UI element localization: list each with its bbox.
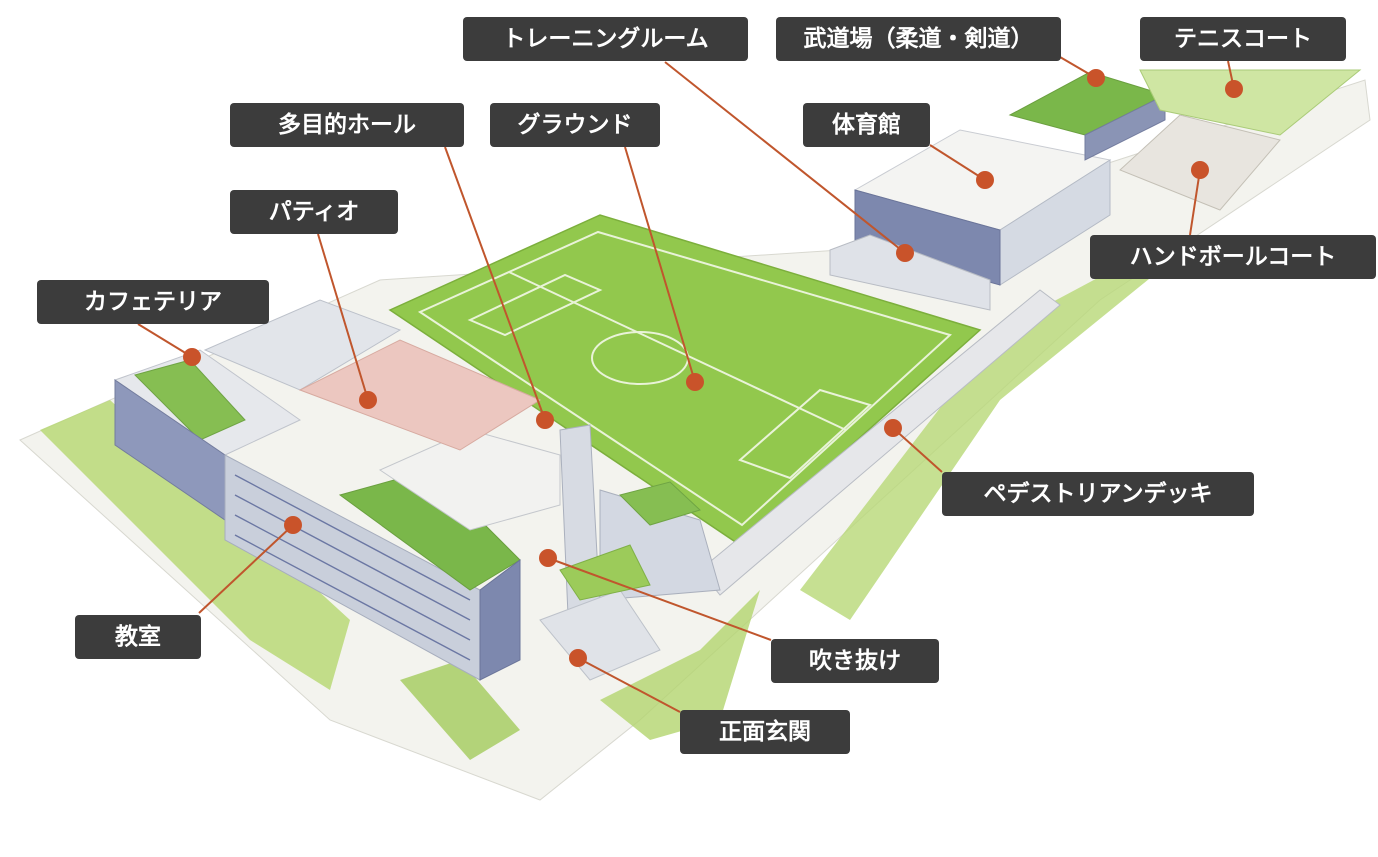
- marker-hall: [536, 411, 554, 429]
- patio-area: [298, 339, 542, 451]
- marker-training: [896, 244, 914, 262]
- leader-training: [664, 61, 906, 254]
- football-ground: [388, 214, 982, 546]
- marker-gym: [976, 171, 994, 189]
- marker-cafeteria: [183, 348, 201, 366]
- marker-patio: [359, 391, 377, 409]
- label-pedestrian-deck: ペデストリアンデッキ: [942, 472, 1254, 516]
- marker-atrium: [539, 549, 557, 567]
- leader-deck: [892, 427, 943, 473]
- marker-ground: [686, 373, 704, 391]
- label-atrium: 吹き抜け: [771, 639, 939, 683]
- leader-handball: [1189, 169, 1201, 236]
- leader-patio: [317, 233, 369, 401]
- classroom-green-roof: [134, 359, 246, 441]
- leader-atrium: [547, 557, 772, 641]
- classroom-wall-mid: [479, 559, 521, 681]
- label-gymnasium: 体育館: [803, 103, 930, 147]
- label-training-room: トレーニングルーム: [463, 17, 748, 61]
- label-patio: パティオ: [230, 190, 398, 234]
- leader-entrance: [577, 657, 681, 713]
- marker-dots: [183, 69, 1243, 667]
- marker-tennis: [1225, 80, 1243, 98]
- marker-classroom: [284, 516, 302, 534]
- leader-hall: [444, 146, 546, 421]
- central-green-roof: [619, 481, 701, 526]
- tree-belt-front: [40, 400, 350, 690]
- tree-belt-entrance: [400, 660, 520, 760]
- label-handball-court: ハンドボールコート: [1090, 235, 1376, 279]
- classroom-windows: [234, 474, 471, 661]
- label-ground: グラウンド: [490, 103, 660, 147]
- label-budo: 武道場（柔道・剣道）: [776, 17, 1061, 61]
- leader-gym: [929, 144, 986, 181]
- marker-budo: [1087, 69, 1105, 87]
- leader-ground: [624, 146, 696, 383]
- leader-cafeteria: [137, 323, 193, 358]
- tennis-court: [1139, 69, 1362, 136]
- marker-entrance: [569, 649, 587, 667]
- marker-handball: [1191, 161, 1209, 179]
- label-tennis-court: テニスコート: [1140, 17, 1346, 61]
- gym-wall-front: [854, 189, 1001, 286]
- leader-classroom: [198, 524, 294, 614]
- label-cafeteria: カフェテリア: [37, 280, 269, 324]
- label-classroom: 教室: [75, 615, 201, 659]
- cafeteria-block: [203, 299, 402, 391]
- gym-annex: [829, 234, 991, 311]
- label-main-entrance: 正面玄関: [680, 710, 850, 754]
- tree-belt-road: [600, 590, 760, 740]
- tree-belt-right: [800, 250, 1160, 620]
- label-multipurpose-hall: 多目的ホール: [230, 103, 464, 147]
- budo-wall: [1084, 94, 1166, 161]
- marker-deck: [884, 419, 902, 437]
